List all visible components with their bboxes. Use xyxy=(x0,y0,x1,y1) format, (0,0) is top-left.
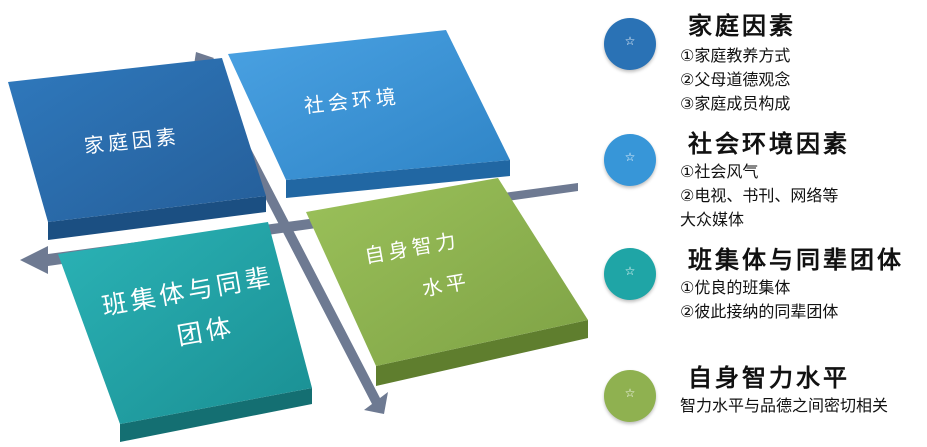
legend-bullet: ☆ xyxy=(604,248,656,300)
legend-title: 家庭因素 xyxy=(688,12,796,40)
legend-title: 班集体与同辈团体 xyxy=(688,246,904,274)
legend-line: ①优良的班集体 xyxy=(680,278,791,297)
legend-bullet: ☆ xyxy=(604,134,656,186)
star-icon: ☆ xyxy=(624,264,636,278)
star-icon: ☆ xyxy=(624,34,636,48)
legend-title: 社会环境因素 xyxy=(688,130,850,158)
legend-line: ①社会风气 xyxy=(680,162,759,181)
legend-line: 智力水平与品德之间密切相关 xyxy=(680,396,889,415)
legend-line: 大众媒体 xyxy=(680,210,745,229)
legend-line: ③家庭成员构成 xyxy=(680,94,791,113)
star-icon: ☆ xyxy=(624,150,636,164)
legend-line: ②电视、书刊、网络等 xyxy=(680,186,839,205)
legend-bullet: ☆ xyxy=(604,370,656,422)
quadrant-diagram: 家庭因素 社会环境 班集体与同辈 团体 自身智力 水平 xyxy=(8,30,588,442)
tile-intellect: 自身智力 水平 xyxy=(306,178,588,386)
tile-society: 社会环境 xyxy=(228,30,510,198)
legend-line: ①家庭教养方式 xyxy=(680,46,791,65)
legend-line: ②父母道德观念 xyxy=(680,70,791,89)
legend-bullet: ☆ xyxy=(604,18,656,70)
legend-line: ②彼此接纳的同辈团体 xyxy=(680,302,839,321)
tile-class-group: 班集体与同辈 团体 xyxy=(58,222,312,442)
legend-panel: ☆ 家庭因素 ①家庭教养方式 ②父母道德观念 ③家庭成员构成 ☆ 社会环境因素 … xyxy=(600,0,927,447)
tile-family: 家庭因素 xyxy=(8,58,266,240)
legend-title: 自身智力水平 xyxy=(688,364,850,392)
star-icon: ☆ xyxy=(624,386,636,400)
